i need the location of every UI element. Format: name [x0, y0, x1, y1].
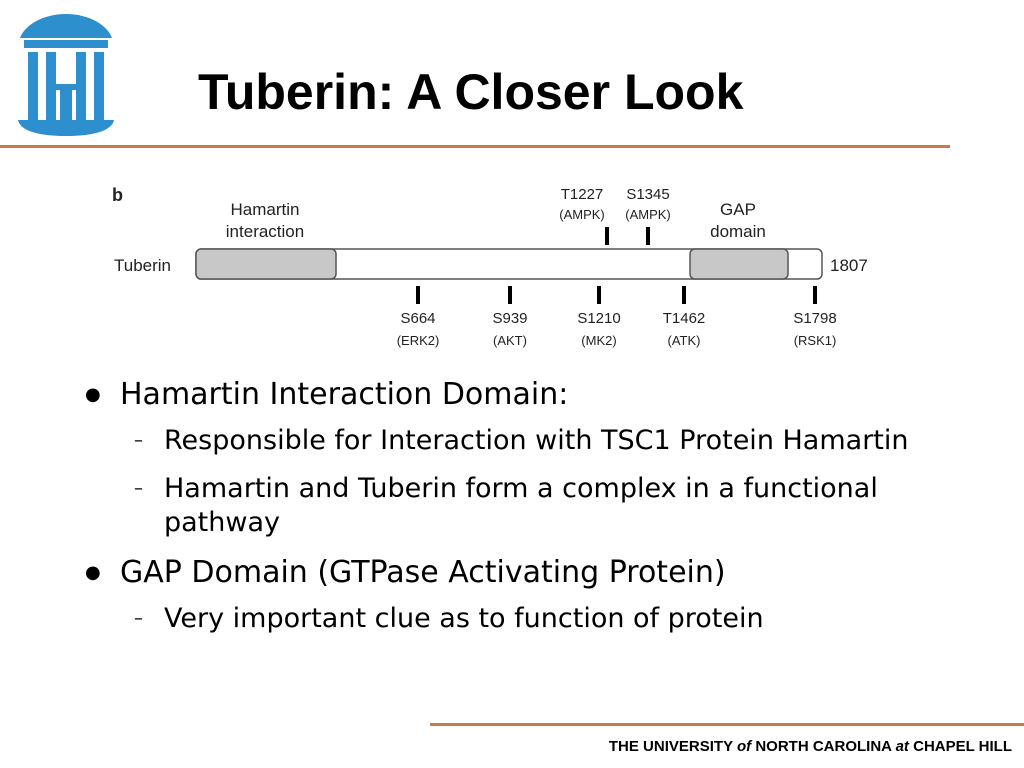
site-label-s1345: S1345	[626, 186, 669, 203]
site-label-t1462: T1462	[663, 310, 706, 327]
old-well-logo-icon	[18, 14, 114, 136]
dash-icon: –	[134, 430, 143, 451]
bullet-list: ● Hamartin Interaction Domain: – Respons…	[82, 376, 962, 650]
bullet-text: GAP Domain (GTPase Activating Protein)	[120, 555, 726, 590]
sub-bullet-item: – Very important clue as to function of …	[134, 602, 962, 636]
tick-s1210	[597, 286, 601, 304]
bullet-dot-icon: ●	[85, 384, 101, 405]
sub-bullet-item: – Responsible for Interaction with TSC1 …	[134, 424, 962, 458]
kinase-label-s1345: (AMPK)	[625, 207, 671, 222]
dash-icon: –	[134, 608, 143, 629]
domain-label-gap-line1: GAP	[720, 200, 756, 219]
site-label-s1210: S1210	[577, 310, 620, 327]
protein-label: Tuberin	[114, 256, 171, 275]
domain-label-hamartin-line2: interaction	[226, 222, 304, 241]
site-label-s1798: S1798	[793, 310, 836, 327]
bullet-item: ● GAP Domain (GTPase Activating Protein)	[82, 554, 962, 592]
footer-part: CHAPEL HILL	[908, 738, 1012, 755]
footer-part: THE UNIVERSITY	[608, 738, 737, 755]
tick-s1798	[813, 286, 817, 304]
footer-divider	[430, 723, 1024, 726]
dash-icon: –	[134, 478, 143, 499]
site-label-s664: S664	[400, 310, 435, 327]
tick-t1462	[682, 286, 686, 304]
tuberin-domain-diagram: b Hamartin interaction GAP domain T1227 …	[112, 185, 868, 348]
bullet-text: Hamartin Interaction Domain:	[120, 377, 569, 412]
sub-bullet-item: – Hamartin and Tuberin form a complex in…	[134, 472, 962, 540]
hamartin-interaction-domain	[195, 248, 337, 280]
tick-s939	[508, 286, 512, 304]
kinase-label-s1210: (MK2)	[581, 333, 616, 348]
sub-bullet-text: Responsible for Interaction with TSC1 Pr…	[164, 425, 909, 456]
bullet-dot-icon: ●	[85, 562, 101, 583]
gap-domain	[689, 248, 789, 280]
kinase-label-t1227: (AMPK)	[559, 207, 605, 222]
footer-text: THE UNIVERSITY of NORTH CAROLINA at CHAP…	[609, 738, 1012, 755]
kinase-label-s664: (ERK2)	[397, 333, 440, 348]
title-divider	[0, 145, 950, 148]
sub-bullet-text: Hamartin and Tuberin form a complex in a…	[164, 473, 878, 538]
length-label: 1807	[830, 256, 868, 275]
footer-part: NORTH CAROLINA	[751, 738, 896, 755]
page-title: Tuberin: A Closer Look	[198, 64, 744, 120]
sub-bullet-text: Very important clue as to function of pr…	[164, 603, 764, 634]
domain-label-hamartin-line1: Hamartin	[231, 200, 300, 219]
panel-label: b	[112, 185, 123, 205]
kinase-label-s1798: (RSK1)	[794, 333, 837, 348]
tick-s1345	[646, 227, 650, 245]
domain-label-gap-line2: domain	[710, 222, 766, 241]
tick-s664	[416, 286, 420, 304]
kinase-label-s939: (AKT)	[493, 333, 527, 348]
tick-t1227	[605, 227, 609, 245]
footer-part: at	[895, 738, 909, 755]
site-label-t1227: T1227	[561, 186, 604, 203]
footer-part: of	[736, 738, 752, 755]
site-label-s939: S939	[492, 310, 527, 327]
kinase-label-t1462: (ATK)	[668, 333, 701, 348]
bullet-item: ● Hamartin Interaction Domain:	[82, 376, 962, 414]
